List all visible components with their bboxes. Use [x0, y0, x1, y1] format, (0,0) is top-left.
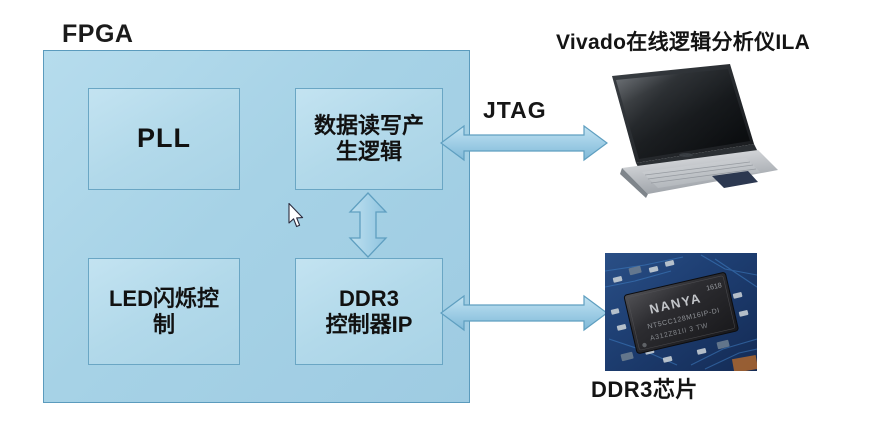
vivado-ila-caption: Vivado在线逻辑分析仪ILA [556, 31, 811, 54]
block-ddr3-line1: DDR3 [339, 285, 399, 311]
ddr3-chip-photo: NANYA NT5CC128M16IP-DI A312Z81II 3 TW 16… [605, 253, 757, 371]
svg-text:1618: 1618 [706, 282, 723, 292]
block-rw-line1: 数据读写产 [313, 113, 424, 139]
block-data-read-write-logic[interactable]: 数据读写产 生逻辑 [295, 88, 443, 190]
jtag-double-arrow-icon [440, 124, 608, 162]
internal-double-arrow-icon [348, 192, 388, 258]
block-rw-line2: 生逻辑 [335, 139, 402, 164]
mouse-cursor-icon [288, 203, 304, 228]
jtag-label: JTAG [483, 97, 547, 123]
block-ddr3-controller-ip-label: DDR3 控制器IP [320, 286, 419, 338]
ddr3-double-arrow-icon [440, 294, 608, 332]
block-ddr3-line2: 控制器IP [325, 311, 413, 337]
block-data-read-write-logic-label: 数据读写产 生逻辑 [308, 113, 430, 165]
ddr3-chip-caption: DDR3芯片 [591, 377, 698, 402]
laptop-photo [612, 64, 778, 198]
block-led-line1: LED闪烁控 [108, 285, 219, 311]
block-led-blink-control[interactable]: LED闪烁控 制 [88, 258, 240, 365]
block-ddr3-controller-ip[interactable]: DDR3 控制器IP [295, 258, 443, 365]
block-led-line2: 制 [152, 311, 175, 337]
block-led-blink-control-label: LED闪烁控 制 [103, 286, 225, 338]
block-pll[interactable]: PLL [88, 88, 240, 190]
fpga-label: FPGA [62, 20, 134, 48]
block-pll-label: PLL [137, 123, 191, 154]
